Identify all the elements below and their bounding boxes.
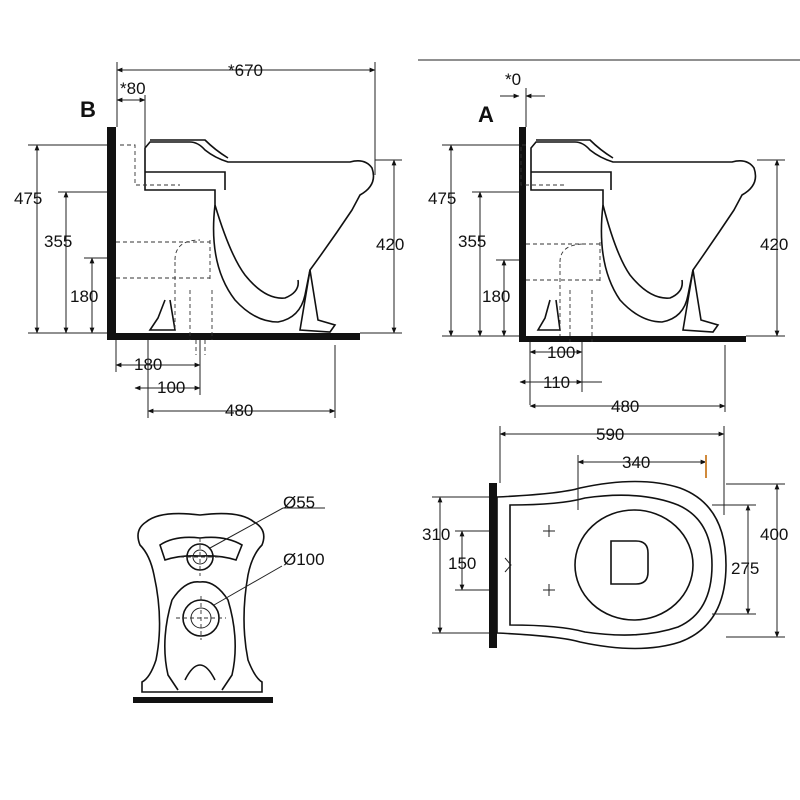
wall-top bbox=[489, 483, 497, 648]
outlet-curve-b bbox=[174, 239, 201, 330]
dim-top-150: 150 bbox=[448, 554, 476, 573]
dim-a-475: 475 bbox=[428, 189, 456, 208]
foot-back-a bbox=[536, 299, 561, 331]
dim-top-275: 275 bbox=[731, 559, 759, 578]
floor-front bbox=[133, 697, 273, 703]
front-arch bbox=[184, 664, 216, 681]
front-view: Ø55 Ø100 bbox=[133, 493, 325, 703]
trap-b bbox=[214, 204, 300, 299]
dim-b-475: 475 bbox=[14, 189, 42, 208]
dim-front-100: Ø100 bbox=[283, 550, 325, 569]
dim-top-340: 340 bbox=[622, 453, 650, 472]
dim-b-180-vert: 180 bbox=[70, 287, 98, 306]
flush-pipe-b bbox=[120, 144, 180, 186]
top-bowl-outer bbox=[496, 480, 727, 650]
top-view: 590 340 310 150 400 275 bbox=[422, 425, 788, 650]
dim-b-420: 420 bbox=[376, 235, 404, 254]
view-a-letter: A bbox=[478, 102, 494, 127]
lid-a bbox=[536, 139, 614, 159]
flush-pipe-a bbox=[520, 144, 565, 186]
outlet-curve-a bbox=[559, 243, 586, 336]
top-bowl-inner bbox=[509, 494, 713, 636]
top-centre-mark bbox=[504, 557, 512, 573]
wall-a bbox=[519, 127, 526, 342]
floor-b bbox=[107, 333, 360, 340]
view-b-letter: B bbox=[80, 97, 96, 122]
trap-a bbox=[602, 204, 684, 299]
dim-front-55: Ø55 bbox=[283, 493, 315, 512]
wall-b bbox=[107, 127, 116, 340]
bowl-outline-b bbox=[144, 141, 375, 323]
seat-b bbox=[145, 171, 226, 190]
dim-b-355: 355 bbox=[44, 232, 72, 251]
dim-b-670: *670 bbox=[228, 61, 263, 80]
side-view-a: A *0 475 355 180 420 bbox=[428, 70, 788, 416]
front-body bbox=[137, 512, 265, 693]
floor-drain-b bbox=[189, 290, 213, 340]
dim-top-590: 590 bbox=[596, 425, 624, 444]
dim-top-400: 400 bbox=[760, 525, 788, 544]
side-view-b: B *670 *80 475 355 bbox=[14, 61, 404, 420]
seat-a bbox=[531, 171, 612, 190]
drain-axis-b bbox=[195, 340, 206, 355]
dim-a-355: 355 bbox=[458, 232, 486, 251]
lid-b bbox=[150, 139, 229, 159]
front-legs bbox=[164, 581, 236, 691]
top-drain bbox=[610, 540, 649, 585]
dim-a-480: 480 bbox=[611, 397, 639, 416]
outlet-a bbox=[526, 242, 601, 284]
dim-b-480: 480 bbox=[225, 401, 253, 420]
bowl-outline-a bbox=[530, 141, 757, 323]
dim-a-100: 100 bbox=[547, 343, 575, 362]
floor-a bbox=[519, 336, 746, 342]
dim-a-0: *0 bbox=[505, 70, 521, 89]
dim-b-100-base: 100 bbox=[157, 378, 185, 397]
front-rim bbox=[159, 536, 243, 562]
dim-a-110: 110 bbox=[543, 373, 570, 392]
foot-front-b bbox=[299, 269, 337, 333]
outlet-b bbox=[116, 240, 211, 282]
dim-a-180: 180 bbox=[482, 287, 510, 306]
floor-drain-a bbox=[569, 290, 593, 342]
top-seat bbox=[574, 509, 694, 621]
foot-back-b bbox=[148, 299, 176, 331]
foot-front-a bbox=[682, 269, 720, 333]
dim-a-420: 420 bbox=[760, 235, 788, 254]
dim-top-310: 310 bbox=[422, 525, 450, 544]
dim-b-80: *80 bbox=[120, 79, 146, 98]
